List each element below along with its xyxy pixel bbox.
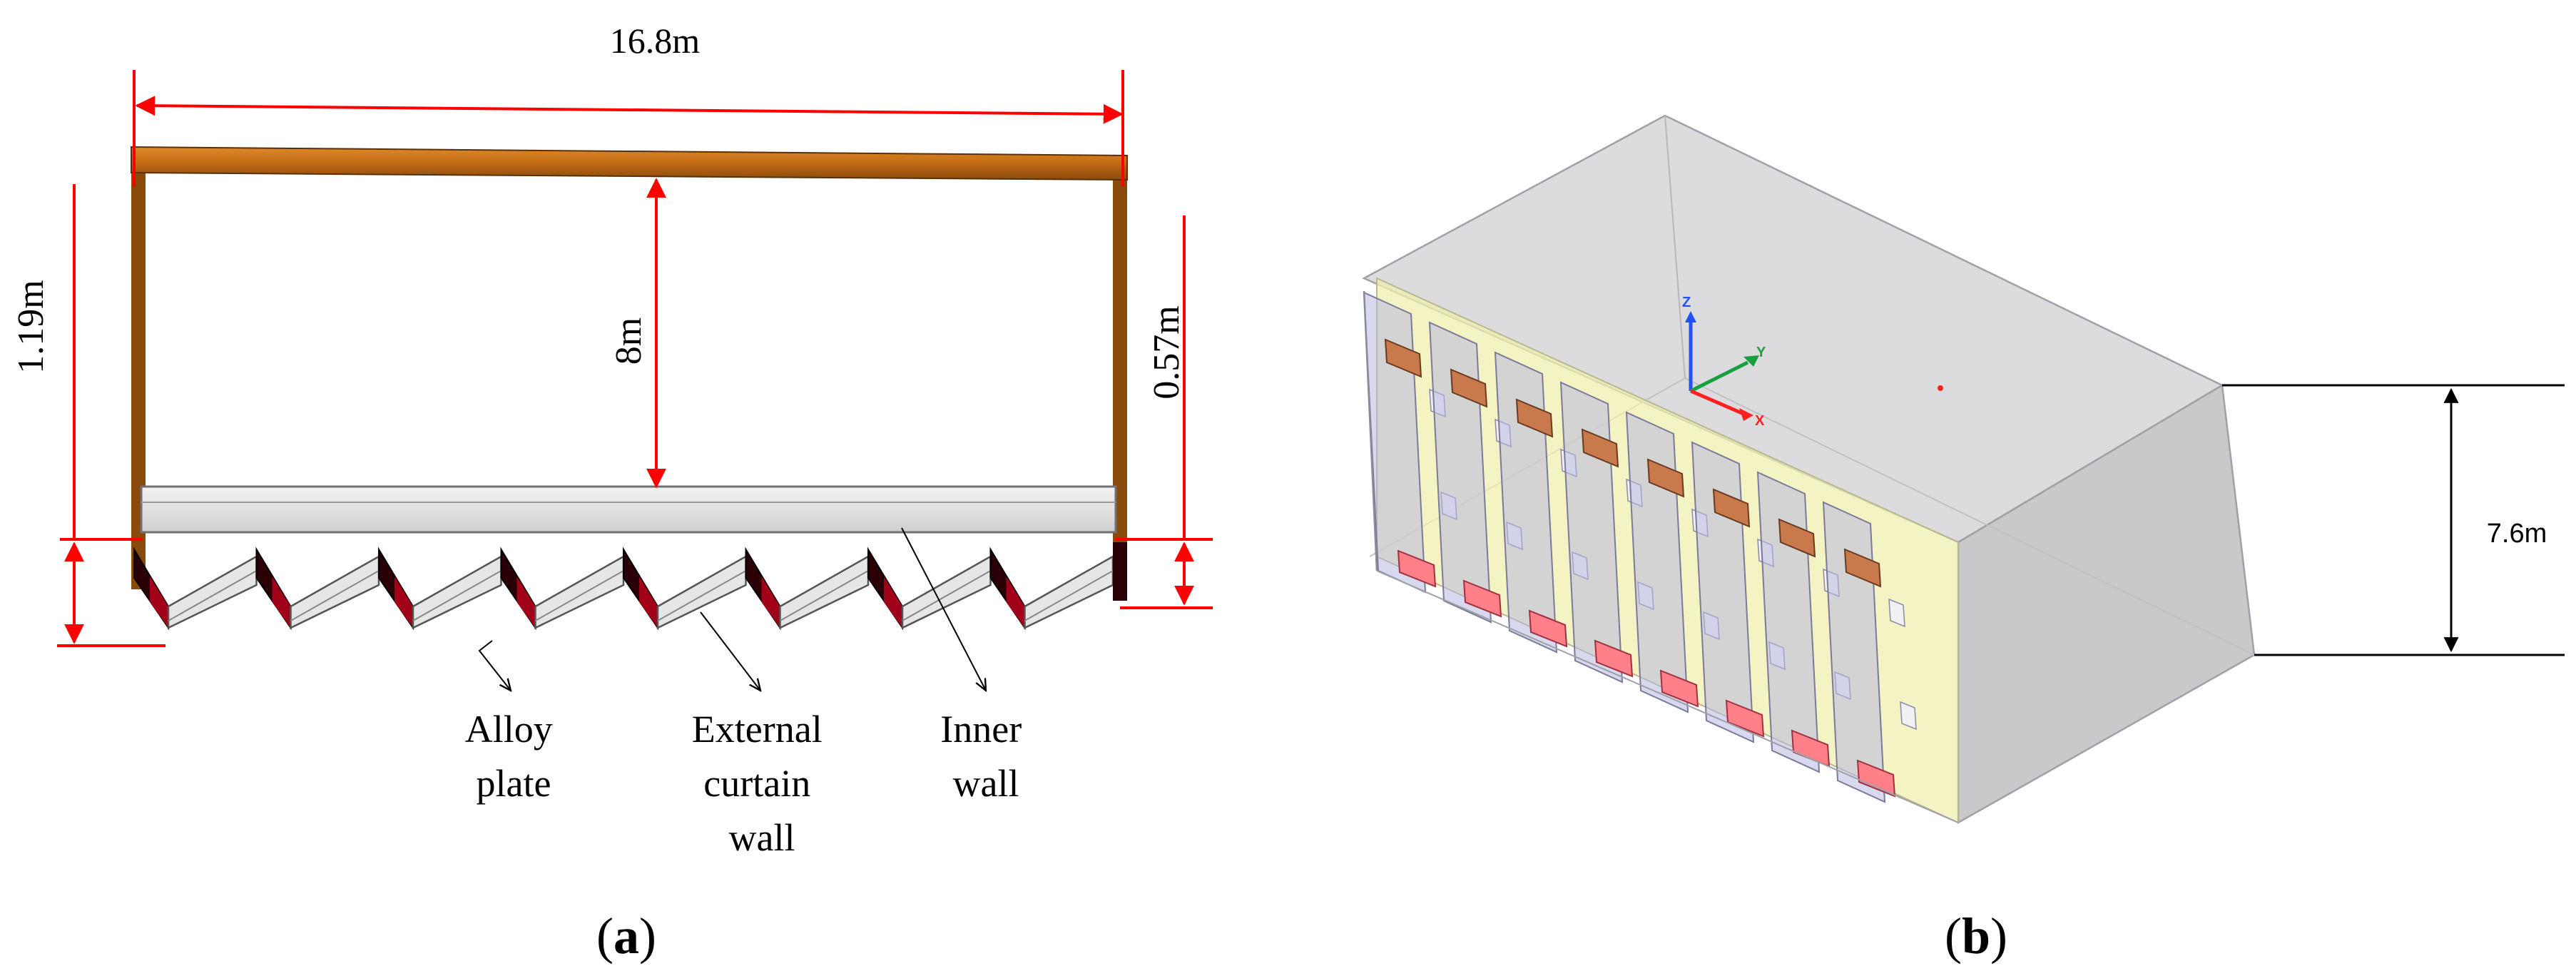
top-beam (131, 146, 1128, 181)
fin-module (1822, 501, 1917, 803)
curtain-wall-module (623, 547, 747, 631)
right-column (1113, 156, 1127, 589)
inner-wall-leader (901, 527, 986, 691)
center-height-label: 8m (609, 317, 649, 365)
caption-a: (a) (596, 908, 656, 965)
caption-b: (b) (1945, 908, 2007, 965)
curtain-wall-module (745, 547, 870, 631)
alloy-plate-label: Alloy plate (465, 708, 563, 805)
axis-z-label: Z (1682, 295, 1691, 310)
right-end-plate (1113, 542, 1127, 601)
external-wall-leader (700, 611, 760, 691)
left-column (131, 147, 146, 589)
height-dimension-label: 7.6m (2487, 519, 2547, 549)
axis-y-label: Y (1756, 345, 1766, 360)
width-dimension-label: 16.8m (610, 21, 701, 61)
external-curtain-wall-label: External curtain wall (692, 708, 832, 859)
curtain-wall-module (378, 547, 502, 631)
panel-a-cross-section: 16.8m 8m 1.19m 0.57m Alloy plate Externa… (11, 21, 1213, 965)
curtain-wall-module (867, 547, 992, 631)
right-height-label: 0.57m (1146, 305, 1187, 399)
curtain-wall-module (133, 547, 258, 631)
curtain-wall-module (500, 547, 625, 631)
fin-module (1691, 441, 1786, 743)
axis-x-label: X (1755, 413, 1765, 429)
fin-module (1428, 321, 1523, 624)
width-dimension-arrow (135, 96, 1124, 124)
curtain-wall-module (989, 547, 1114, 631)
curtain-wall-modules (1363, 290, 1959, 823)
alloy-plate-leader (478, 640, 511, 691)
curtain-wall-module (255, 547, 380, 631)
external-curtain-wall (133, 542, 1127, 631)
inner-wall (140, 485, 1117, 534)
panel-b-3d-model: Z Y X 7.6m (b) (1362, 114, 2565, 965)
coordinate-axes: Z Y X (1682, 295, 1943, 429)
inner-wall-label: Inner wall (940, 708, 1031, 805)
left-height-label: 1.19m (11, 280, 51, 373)
